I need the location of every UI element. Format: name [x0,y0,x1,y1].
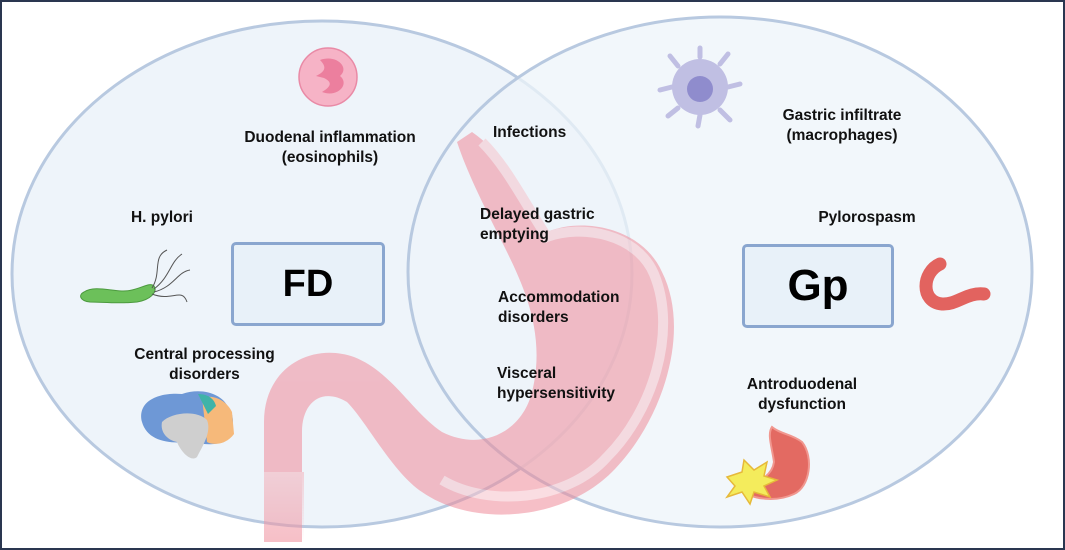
label-pylorospasm: Pylorospasm [818,209,916,226]
label-visceral-hypersensitivity: Visceral hypersensitivity [497,365,616,402]
label-antroduodenal-dysfunction: Antroduodenal dysfunction [746,376,858,413]
label-delayed-gastric-emptying: Delayed gastric emptying [480,206,595,243]
fd-set-label: FD [282,262,334,305]
stomach-illustration [264,132,674,542]
label-h-pylori: H. pylori [130,209,193,226]
eosinophil-icon [298,47,358,107]
label-accommodation-disorders: Accommodation disorders [498,289,620,326]
fd-set-box: FD [231,242,385,326]
label-infections: Infections [493,124,567,141]
gp-set-box: Gp [742,244,894,328]
brain-icon [141,391,234,459]
h-pylori-bacterium-icon [80,249,191,304]
label-central-processing: Central processing disorders [134,346,275,383]
label-duodenal-inflammation: Duodenal inflammation (eosinophils) [244,129,416,166]
macrophage-icon [657,45,743,129]
gp-set-label: Gp [787,261,849,310]
label-gastric-infiltrate: Gastric infiltrate (macrophages) [782,107,902,144]
stomach-spasm-icon [725,425,810,506]
pylorus-tube-icon [919,257,991,311]
